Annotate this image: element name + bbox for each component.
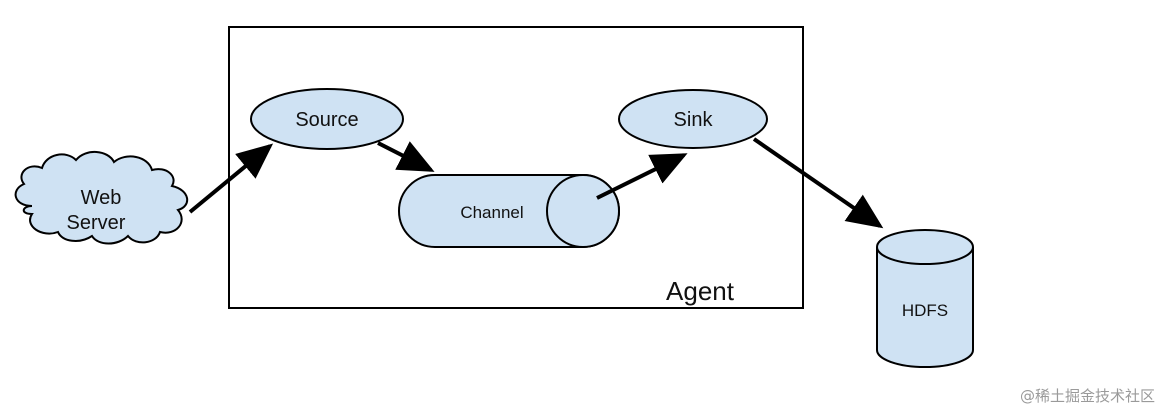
web-server-label-line2: Server [67,212,126,234]
hdfs-label: HDFS [902,301,948,320]
sink-label: Sink [674,109,714,131]
flow-arrows [188,137,884,229]
sink-node: Sink [618,89,768,149]
hdfs-top-cap [876,229,974,265]
hdfs-body [876,247,974,368]
cloud-shape [14,151,188,245]
watermark-text: @稀土掘金技术社区 [1019,387,1155,405]
source-label: Source [295,109,358,131]
agent-label: Agent [666,276,735,306]
arrow-source-to-channel [377,141,435,172]
hdfs-node: HDFS [876,229,974,368]
arrow-sink-to-hdfs [752,137,884,229]
web-server-node: Web Server [14,151,188,245]
channel-node: Channel [398,174,620,248]
channel-label: Channel [460,203,523,222]
channel-end-cap [546,174,620,248]
arrow-channel-to-sink [596,153,688,200]
sink-ellipse [618,89,768,149]
source-ellipse [250,88,404,150]
web-server-label-line1: Web [81,187,122,209]
source-node: Source [250,88,404,150]
agent-box: Agent [228,26,804,309]
arrow-webserver-to-source [188,143,274,214]
